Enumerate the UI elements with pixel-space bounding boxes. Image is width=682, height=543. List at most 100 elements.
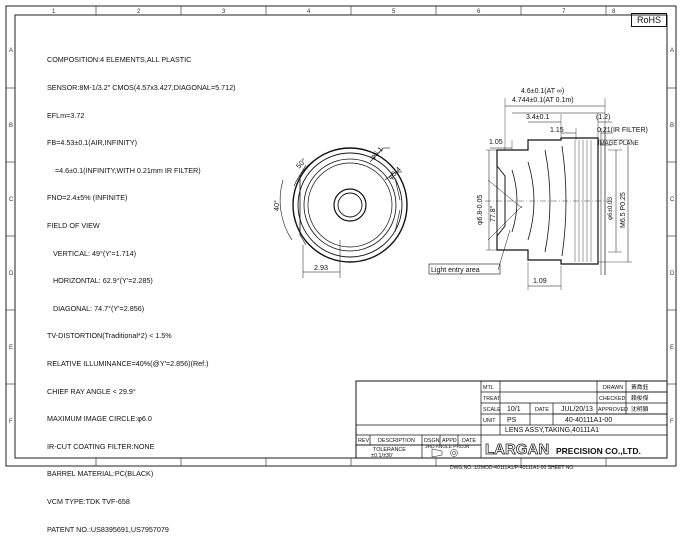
spec-line: BARREL MATERIAL:PC(BLACK) [47, 469, 154, 479]
fb-at-inf: 4.6±0.1(AT ∞) [521, 88, 564, 95]
rev-label: REV [358, 438, 369, 444]
spec-line: =4.6±0.1(INFINITY,WITH 0.21mm IR FILTER) [47, 165, 201, 175]
spec-line: VERTICAL: 49°(Y'=1.714) [47, 248, 137, 258]
dim-34: 3.4±0.1 [526, 114, 549, 121]
spec-line: DIAGONAL: 74.7°(Y'=2.856) [47, 303, 145, 313]
spec-line: TV-DISTORTION(Traditional*2) < 1.5% [47, 331, 172, 341]
spec-line: PATENT NO.:US8395691,US7957079 [47, 524, 169, 534]
grid-row-e: E [9, 345, 13, 351]
dim-40: 40° [272, 200, 281, 211]
dim-12: (1.2) [596, 114, 610, 121]
dim-105: 1.05 [489, 139, 503, 146]
spec-notes: COMPOSITION:4 ELEMENTS,ALL PLASTIC SENSO… [47, 37, 236, 543]
dim-phi6: φ6±0.03 [607, 197, 614, 220]
grid-col-4: 4 [307, 9, 311, 15]
spec-line: RELATIVE ILLUMINANCE=40%(@Y'=2.856)(Ref.… [47, 358, 209, 368]
rohs-badge: RoHS [631, 13, 667, 27]
dim-phi51: φ5.1 [368, 145, 385, 162]
grid-col-3: 3 [222, 9, 226, 15]
grid-row-c-right: C [670, 197, 675, 203]
image-plane-label: IMAGE PLANE [598, 141, 639, 147]
dsgn-label: DSGN [424, 438, 440, 444]
grid-labels: 1 2 3 4 5 6 7 8 A B C D E F A B C D E F [9, 9, 675, 425]
grid-row-c: C [9, 197, 14, 203]
projection-label: 3RD ANGLE PROJN [425, 444, 470, 450]
front-ring-4 [307, 162, 393, 248]
grid-col-7: 7 [562, 9, 566, 15]
spec-line: MAXIMUM IMAGE CIRCLE:φ6.0 [47, 414, 152, 424]
drawing-number: 40-40111A1-00 [565, 417, 612, 424]
dim-109: 1.09 [533, 278, 547, 285]
grid-row-a-right: A [670, 48, 674, 54]
dim-phi68: φ6.8-0.05 [477, 195, 484, 225]
approved-label: APPROVED [598, 407, 628, 413]
grid-row-e-right: E [670, 345, 674, 351]
grid-row-f: F [9, 419, 13, 425]
spec-line: EFLm=3.72 [47, 110, 85, 120]
spec-line: IR-CUT COATING FILTER:NONE [47, 441, 155, 451]
dim-293: 2.93 [314, 263, 328, 272]
dim-m65: M6.5 P0.25 [620, 192, 627, 228]
grid-col-8: 8 [612, 9, 616, 15]
tolerance-value: ±0.1/±30' [371, 453, 393, 459]
spec-line: HORIZONTAL: 62.9°(Y'=2.285) [47, 276, 153, 286]
spec-line: FNO=2.4±5% (INFINITE) [47, 193, 128, 203]
fb-at-01: 4.744±0.1(AT 0.1m) [512, 97, 574, 104]
dim-778: 77.8° [489, 205, 497, 222]
drawing-canvas: 1 2 3 4 5 6 7 8 A B C D E F A B C D E F [5, 5, 677, 471]
spec-line: CHIEF RAY ANGLE < 29.9° [47, 386, 136, 396]
grid-row-b-right: B [670, 123, 674, 129]
checked-by: 賴俊傑 [631, 394, 649, 402]
front-outer-circle [292, 147, 408, 263]
spec-line: VCM TYPE:TDK TVF-658 [47, 496, 130, 506]
projection-symbol [431, 448, 458, 458]
front-view [279, 147, 408, 278]
spec-line: SENSOR:8M-1/3.2" CMOS(4.57x3.427,DIAGONA… [47, 83, 236, 92]
company-logo: LARGAN [485, 441, 549, 458]
mtl-label: MTL [483, 385, 494, 391]
spec-line: COMPOSITION:4 ELEMENTS,ALL PLASTIC [47, 55, 192, 65]
appd-label: APPD [442, 438, 457, 444]
drawn-by: 黃喬鈺 [631, 383, 649, 391]
title-block [355, 380, 668, 459]
grid-col-5: 5 [392, 9, 396, 15]
grid-row-f-right: F [670, 419, 674, 425]
drawn-label: DRAWN [603, 385, 623, 391]
grid-row-d-right: D [670, 271, 675, 277]
side-view [485, 98, 632, 290]
checked-label: CHECKED [599, 396, 625, 402]
inner-border [14, 14, 668, 459]
grid-row-b: B [9, 123, 13, 129]
side-view-dims: 4.6±0.1(AT ∞) 4.744±0.1(AT 0.1m) 3.4±0.1… [431, 88, 648, 285]
front-aperture-inner [337, 192, 363, 218]
light-entry-label: Light entry area [431, 267, 480, 274]
front-aperture-outer [333, 188, 367, 222]
grid-col-1: 1 [52, 9, 56, 15]
treat-label: TREAT [483, 396, 501, 402]
grid-col-2: 2 [137, 9, 141, 15]
unit-value: PS [507, 417, 517, 424]
front-ring-3 [303, 158, 397, 252]
grid-row-a: A [9, 48, 13, 54]
tolerance-label: TOLERANCE [373, 447, 406, 453]
light-entry-box [428, 263, 501, 275]
lens-element-1 [511, 169, 518, 233]
date-label: DATE [535, 407, 549, 413]
footer-dwg-no: DWG.NO.:1/2MOD-40111A1/P-40111A1-00 SHEE… [450, 465, 575, 471]
scale-label: SCALE [483, 407, 501, 413]
description-label: DESCRIPTION [378, 438, 415, 444]
approved-by: 沈明穎 [631, 405, 649, 413]
grid-row-d: D [9, 271, 14, 277]
unit-label: UNIT [483, 418, 496, 424]
grid-ticks [6, 6, 676, 466]
date-value: JUL/20/13 [561, 406, 593, 413]
front-ring-2 [297, 152, 403, 258]
scale-value: 10/1 [507, 406, 521, 413]
grid-col-6: 6 [477, 9, 481, 15]
dim-115: 1.15 [550, 127, 564, 134]
part-name: LENS ASSY,TAKING,40111A1 [505, 427, 599, 434]
title-block-text: MTL TREAT SCALE 10/1 DATE JUL/20/13 UNIT… [358, 383, 649, 471]
spec-line: FB=4.53±0.1(AIR,INFINITY) [47, 138, 138, 148]
front-view-dims: 50° 40° φ5.1 φ5.4 2.93 [272, 145, 403, 272]
ir-filter-label: 0.21(IR FILTER) [597, 127, 648, 134]
